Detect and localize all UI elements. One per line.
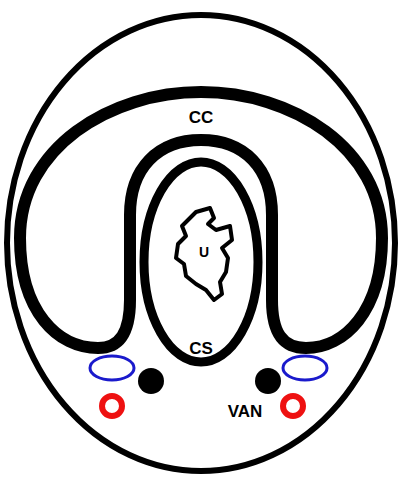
urethra xyxy=(176,208,232,300)
artery xyxy=(102,396,122,416)
nerve xyxy=(138,368,164,394)
outer-outline xyxy=(7,15,395,471)
part-label: CC xyxy=(189,109,214,126)
vein xyxy=(283,356,327,380)
part-label: CS xyxy=(189,340,213,357)
corpus-spongiosum xyxy=(144,162,258,362)
nerve xyxy=(255,368,281,394)
artery xyxy=(283,396,303,416)
part-label: U xyxy=(199,245,209,259)
part-label: VAN xyxy=(228,403,263,420)
vein xyxy=(90,356,134,380)
